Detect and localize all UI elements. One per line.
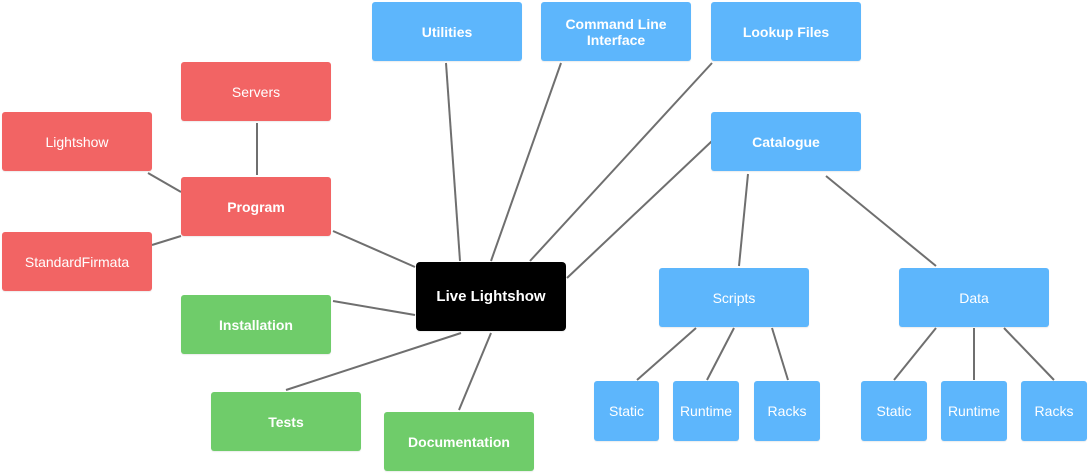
edge-live-lightshow-to-catalogue bbox=[566, 140, 713, 279]
node-label: Runtime bbox=[947, 403, 1001, 419]
node-command-line-interface[interactable]: Command Line Interface bbox=[541, 2, 691, 61]
edge-live-lightshow-to-tests bbox=[285, 332, 462, 391]
node-label: Tests bbox=[268, 413, 304, 430]
node-installation[interactable]: Installation bbox=[181, 295, 331, 354]
node-label: Command Line Interface bbox=[565, 15, 667, 48]
node-scripts-static[interactable]: Static bbox=[594, 381, 659, 441]
node-label: Static bbox=[608, 403, 644, 419]
node-lightshow[interactable]: Lightshow bbox=[2, 112, 152, 171]
node-label: Servers bbox=[231, 83, 281, 100]
node-label: Racks bbox=[1034, 403, 1074, 419]
node-label: Catalogue bbox=[752, 133, 820, 150]
edge-program-to-lightshow bbox=[147, 172, 182, 193]
node-catalogue[interactable]: Catalogue bbox=[711, 112, 861, 171]
node-data-static[interactable]: Static bbox=[861, 381, 927, 441]
node-label: Lookup Files bbox=[742, 23, 830, 40]
node-label: Utilities bbox=[421, 23, 473, 40]
edge-live-lightshow-to-utilities bbox=[445, 62, 461, 262]
node-label: Lightshow bbox=[45, 133, 109, 150]
edge-live-lightshow-to-command-line-interface bbox=[490, 62, 562, 262]
edge-scripts-to-scripts-static bbox=[636, 327, 697, 381]
node-tests[interactable]: Tests bbox=[211, 392, 361, 451]
edge-scripts-to-scripts-racks bbox=[771, 327, 789, 381]
node-label: StandardFirmata bbox=[24, 253, 130, 270]
edge-live-lightshow-to-documentation bbox=[458, 332, 492, 411]
edge-data-to-data-static bbox=[893, 327, 937, 381]
node-scripts-racks[interactable]: Racks bbox=[754, 381, 820, 441]
node-label: Program bbox=[227, 198, 285, 215]
edge-catalogue-to-scripts bbox=[738, 173, 749, 267]
edge-program-to-standardfirmata bbox=[151, 235, 182, 246]
node-scripts[interactable]: Scripts bbox=[659, 268, 809, 327]
node-servers[interactable]: Servers bbox=[181, 62, 331, 121]
node-documentation[interactable]: Documentation bbox=[384, 412, 534, 471]
edge-catalogue-to-data bbox=[825, 175, 937, 267]
node-lookup-files[interactable]: Lookup Files bbox=[711, 2, 861, 61]
node-data-racks[interactable]: Racks bbox=[1021, 381, 1087, 441]
node-data-runtime[interactable]: Runtime bbox=[941, 381, 1007, 441]
edge-live-lightshow-to-installation bbox=[332, 300, 416, 316]
edge-live-lightshow-to-lookup-files bbox=[529, 62, 713, 262]
node-label: Data bbox=[959, 289, 989, 306]
node-label: Documentation bbox=[408, 433, 510, 450]
node-standardfirmata[interactable]: StandardFirmata bbox=[2, 232, 152, 291]
node-program[interactable]: Program bbox=[181, 177, 331, 236]
node-label: Runtime bbox=[679, 403, 733, 419]
node-live-lightshow[interactable]: Live Lightshow bbox=[416, 262, 566, 331]
edge-data-to-data-racks bbox=[1003, 327, 1055, 381]
node-data[interactable]: Data bbox=[899, 268, 1049, 327]
node-utilities[interactable]: Utilities bbox=[372, 2, 522, 61]
edge-scripts-to-scripts-runtime bbox=[706, 327, 735, 381]
node-label: Live Lightshow bbox=[436, 287, 546, 305]
node-label: Scripts bbox=[712, 289, 756, 306]
edge-live-lightshow-to-program bbox=[332, 230, 416, 268]
node-label: Racks bbox=[767, 403, 807, 419]
node-label: Static bbox=[876, 403, 912, 419]
node-label: Installation bbox=[219, 316, 293, 333]
node-scripts-runtime[interactable]: Runtime bbox=[673, 381, 739, 441]
